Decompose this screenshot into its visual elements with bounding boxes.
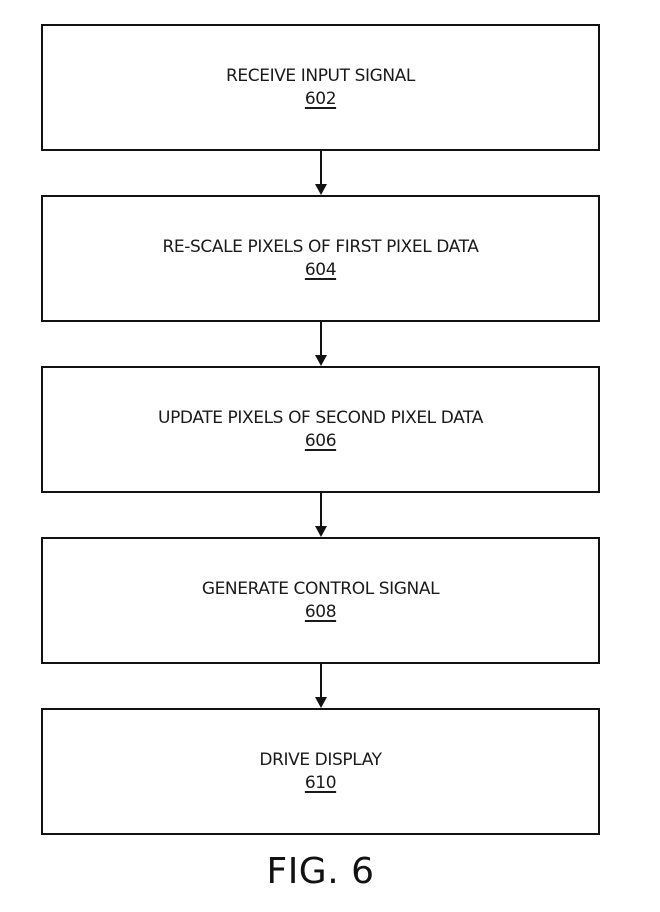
arrow-head-icon bbox=[314, 355, 327, 366]
step-label: GENERATE CONTROL SIGNAL bbox=[201, 579, 440, 600]
flow-step-drive-display: DRIVE DISPLAY 610 bbox=[41, 708, 600, 835]
flow-step-receive-input-signal: RECEIVE INPUT SIGNAL 602 bbox=[41, 24, 600, 151]
flow-step-generate-control-signal: GENERATE CONTROL SIGNAL 608 bbox=[41, 537, 600, 664]
arrow-head-icon bbox=[314, 526, 327, 537]
figure-caption: FIG. 6 bbox=[266, 851, 375, 892]
arrow-line bbox=[319, 322, 322, 355]
flow-step-update-pixels: UPDATE PIXELS OF SECOND PIXEL DATA 606 bbox=[41, 366, 600, 493]
step-reference-number: 604 bbox=[304, 259, 337, 280]
step-label: UPDATE PIXELS OF SECOND PIXEL DATA bbox=[158, 408, 483, 429]
arrow-line bbox=[319, 493, 322, 526]
step-label: RECEIVE INPUT SIGNAL bbox=[226, 66, 415, 87]
down-arrow bbox=[41, 151, 600, 195]
down-arrow bbox=[41, 664, 600, 708]
step-reference-number: 610 bbox=[304, 772, 337, 793]
step-label: RE-SCALE PIXELS OF FIRST PIXEL DATA bbox=[162, 237, 479, 258]
down-arrow bbox=[41, 322, 600, 366]
down-arrow bbox=[41, 493, 600, 537]
step-reference-number: 602 bbox=[304, 88, 337, 109]
flow-step-rescale-pixels: RE-SCALE PIXELS OF FIRST PIXEL DATA 604 bbox=[41, 195, 600, 322]
arrow-head-icon bbox=[314, 697, 327, 708]
step-label: DRIVE DISPLAY bbox=[259, 750, 382, 771]
step-reference-number: 606 bbox=[304, 430, 337, 451]
step-reference-number: 608 bbox=[304, 601, 337, 622]
flowchart: RECEIVE INPUT SIGNAL 602 RE-SCALE PIXELS… bbox=[41, 24, 600, 835]
arrow-head-icon bbox=[314, 184, 327, 195]
arrow-line bbox=[319, 151, 322, 184]
arrow-line bbox=[319, 664, 322, 697]
